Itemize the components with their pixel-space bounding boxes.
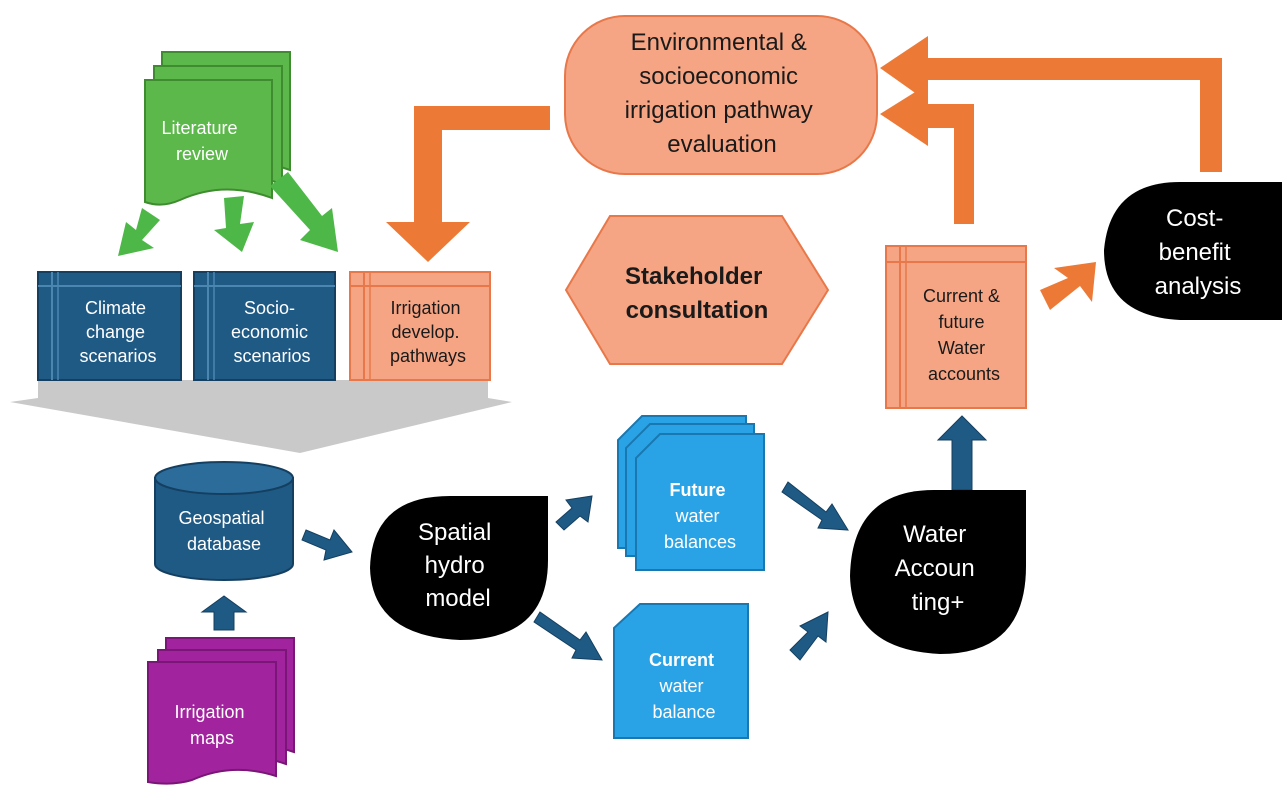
water-accounting-line1: Water (903, 521, 966, 548)
current-balance-line3: balance (652, 702, 715, 722)
geospatial-line2: database (187, 534, 261, 554)
irrigation-pathways-node: Irrigation develop. pathways (349, 271, 491, 381)
literature-review-line1: Literature (161, 118, 237, 138)
arrow-model-to-current (533, 611, 603, 661)
irrigation-pathways-line3: pathways (390, 346, 466, 366)
evaluation-line2: socioeconomic (639, 63, 798, 90)
geospatial-line1: Geospatial (178, 508, 264, 528)
arrow-maps-to-geospatial (200, 595, 248, 631)
spatial-model-line1: Spatial (418, 519, 491, 546)
water-accounting-line2: Accoun (895, 555, 975, 582)
svg-text:Current & future W: Current & future Water accounts (923, 286, 1005, 384)
evaluation-line4: evaluation (667, 131, 776, 158)
svg-text:Climate change sce: Climate change scenarios (79, 298, 156, 366)
evaluation-node: Environmental & socioeconomic irrigation… (564, 15, 878, 175)
future-balances-node: Future water balances (617, 415, 765, 571)
arrow-lit-to-climate (118, 208, 160, 256)
water-accounts-line1: Current & (923, 286, 1000, 306)
arrow-accounts-to-eval (880, 84, 974, 224)
arrow-costbenefit-to-eval (880, 36, 1222, 172)
socio-economic-line2: economic (231, 322, 308, 342)
cost-benefit-node: Cost- benefit analysis (1104, 182, 1282, 320)
svg-text:Stakeholder consultation: Stakeholder consultation (625, 263, 769, 324)
geospatial-node: Geospatial database (154, 461, 294, 581)
svg-text:Future water balan: Future water balances (664, 480, 736, 552)
svg-text:Spatial hydro mode: Spatial hydro model (418, 519, 498, 612)
current-balance-node: Current water balance (613, 603, 749, 739)
svg-text:Water Accoun ting+: Water Accoun ting+ (895, 521, 982, 616)
navy-arrows (200, 415, 988, 661)
svg-text:Socio- economic sc: Socio- economic scenarios (231, 298, 313, 366)
svg-text:Environmental & socioeco: Environmental & socioeconomic irrigation… (625, 29, 820, 158)
svg-text:Irrigation develop.: Irrigation develop. pathways (390, 298, 466, 366)
spatial-model-line2: hydro (425, 552, 485, 579)
irrigation-pathways-line2: develop. (391, 322, 459, 342)
future-balances-line2: water (674, 506, 719, 526)
arrow-model-to-future (555, 495, 593, 531)
green-arrows (118, 172, 338, 256)
svg-text:Current water bala: Current water balance (649, 650, 719, 722)
water-accounting-line3: ting+ (912, 589, 965, 616)
evaluation-line3: irrigation pathway (625, 97, 813, 124)
spatial-model-node: Spatial hydro model (370, 496, 548, 640)
arrow-eval-to-pathways (386, 106, 550, 262)
arrow-lit-to-irrigation (270, 172, 338, 252)
arrow-accounting-to-accounts (936, 415, 988, 491)
orange-arrows (386, 36, 1222, 310)
socio-economic-node: Socio- economic scenarios (193, 271, 336, 381)
irrigation-pathways-line1: Irrigation (390, 298, 460, 318)
evaluation-line1: Environmental & (631, 29, 807, 56)
stakeholder-line2: consultation (626, 297, 769, 324)
arrow-future-to-accounting (781, 481, 849, 531)
water-accounts-line2: future (938, 312, 984, 332)
literature-review-line2: review (176, 144, 229, 164)
irrigation-maps-line1: Irrigation (174, 702, 244, 722)
socio-economic-line1: Socio- (244, 298, 295, 318)
water-accounts-line3: Water (938, 338, 985, 358)
irrigation-maps-line2: maps (190, 728, 234, 748)
socio-economic-line3: scenarios (233, 346, 310, 366)
water-accounting-node: Water Accoun ting+ (850, 490, 1026, 654)
arrow-geospatial-to-model (301, 529, 353, 561)
climate-change-line3: scenarios (79, 346, 156, 366)
svg-text:Geospatial database: Geospatial database (178, 508, 269, 554)
stakeholder-line1: Stakeholder (625, 263, 762, 290)
current-balance-line2: water (658, 676, 703, 696)
water-accounts-node: Current & future Water accounts (885, 245, 1027, 409)
future-balances-line1: Future (669, 480, 725, 500)
scenarios-merge-arrow (10, 380, 512, 453)
water-accounts-line4: accounts (928, 364, 1000, 384)
cost-benefit-line2: benefit (1159, 239, 1231, 266)
cost-benefit-line1: Cost- (1166, 205, 1223, 232)
irrigation-maps-node: Irrigation maps (147, 637, 295, 785)
cost-benefit-line3: analysis (1155, 273, 1242, 300)
future-balances-line3: balances (664, 532, 736, 552)
arrow-lit-to-socio (214, 196, 254, 252)
spatial-model-line3: model (425, 585, 490, 612)
svg-text:Cost- benefit anal: Cost- benefit analysis (1155, 205, 1242, 300)
current-balance-line1: Current (649, 650, 714, 670)
arrow-accounts-to-costbenefit (1040, 262, 1096, 310)
arrow-current-to-accounting (789, 611, 829, 661)
climate-change-line1: Climate (85, 298, 146, 318)
climate-change-line2: change (86, 322, 145, 342)
literature-review-node: Literature review (144, 51, 291, 206)
climate-change-node: Climate change scenarios (37, 271, 182, 381)
svg-text:Literature review: Literature review (161, 118, 242, 164)
stakeholder-node: Stakeholder consultation (564, 215, 830, 365)
svg-text:Irrigation maps: Irrigation maps (174, 702, 249, 748)
